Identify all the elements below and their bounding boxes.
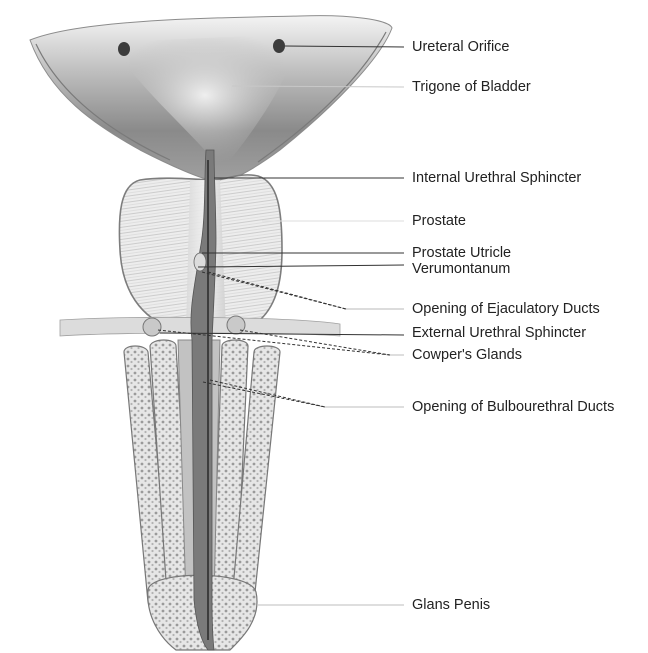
label-cowpers-glands: Cowper's Glands xyxy=(412,347,522,364)
label-glans-penis: Glans Penis xyxy=(412,597,490,614)
label-trigone-of-bladder: Trigone of Bladder xyxy=(412,79,531,96)
label-prostate: Prostate xyxy=(412,213,466,230)
right-ureteral-orifice xyxy=(273,39,285,53)
label-prostate-utricle: Prostate Utricle xyxy=(412,245,511,262)
right-cowpers-gland xyxy=(227,316,245,334)
label-opening-of-ejaculatory-ducts: Opening of Ejaculatory Ducts xyxy=(412,301,600,318)
verumontanum-mound xyxy=(194,253,206,271)
label-ureteral-orifice: Ureteral Orifice xyxy=(412,39,510,56)
left-ureteral-orifice xyxy=(118,42,130,56)
left-cowpers-gland xyxy=(143,318,161,336)
label-external-urethral-sphincter: External Urethral Sphincter xyxy=(412,325,586,342)
label-opening-of-bulbourethral-ducts: Opening of Bulbourethral Ducts xyxy=(412,399,642,416)
label-verumontanum: Verumontanum xyxy=(412,261,510,278)
label-internal-urethral-sphincter: Internal Urethral Sphincter xyxy=(412,170,581,187)
